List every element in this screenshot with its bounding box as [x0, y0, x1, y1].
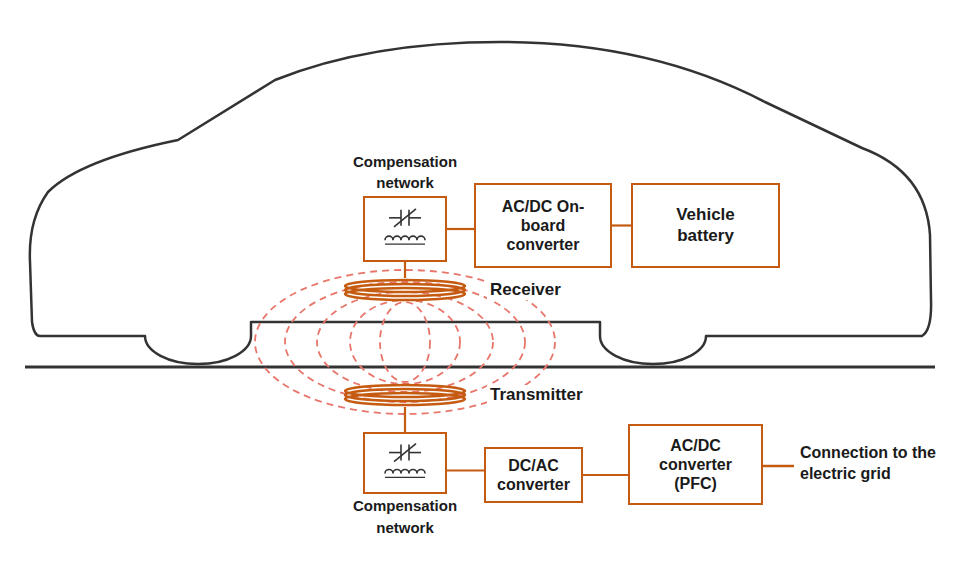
- variable-slash: [394, 209, 416, 227]
- inductor-symbol: [385, 236, 425, 240]
- wire-connector: [612, 224, 631, 226]
- lead: [409, 452, 421, 454]
- compensation-box: Compensation network: [363, 432, 447, 494]
- coil-turn: [345, 288, 465, 300]
- plate: [408, 210, 410, 226]
- wire-connector: [404, 262, 406, 278]
- box-heading: Compensation network: [335, 151, 475, 195]
- lead: [389, 217, 401, 219]
- field-line: [285, 282, 525, 402]
- converter-box: AC/DC On-board converter: [474, 183, 612, 268]
- coil-label: Transmitter: [487, 385, 586, 405]
- coil-symbol: [343, 383, 467, 407]
- lead: [389, 452, 401, 454]
- plate: [400, 210, 402, 226]
- wire-connector: [583, 474, 628, 476]
- box-label: AC/DC On-board converter: [487, 197, 599, 255]
- coil: Receiver: [343, 278, 467, 302]
- field-line: [317, 292, 493, 392]
- inductor-core: [385, 477, 425, 478]
- lc-symbol: [365, 434, 445, 492]
- grid-label: Connection to the electric grid: [800, 443, 936, 485]
- box-label: DC/AC converter: [492, 456, 575, 494]
- capacitor-symbol: [389, 444, 421, 462]
- grid-connection-wire: [763, 465, 794, 468]
- wire-connector: [404, 407, 406, 432]
- wire-connector: [447, 469, 484, 471]
- box-label: AC/DC converter (PFC): [643, 436, 748, 494]
- coil-turn: [345, 393, 465, 405]
- plate: [408, 445, 410, 461]
- lead: [409, 217, 421, 219]
- box-heading: Compensation network: [335, 495, 475, 539]
- capacitor-symbol: [389, 209, 421, 227]
- inductor-symbol: [385, 469, 425, 473]
- converter-box: DC/AC converter: [484, 447, 583, 503]
- converter-box: AC/DC converter (PFC): [628, 424, 763, 505]
- converter-box: Vehicle battery: [631, 183, 780, 268]
- compensation-box: Compensation network: [363, 196, 447, 262]
- inductor-core: [385, 244, 425, 245]
- coil-label: Receiver: [487, 280, 564, 300]
- coil: Transmitter: [343, 383, 467, 407]
- coil-symbol: [343, 278, 467, 302]
- wire-connector: [447, 228, 474, 230]
- box-label: Vehicle battery: [651, 205, 761, 246]
- variable-slash: [394, 444, 416, 462]
- plate: [400, 445, 402, 461]
- lc-symbol: [365, 198, 445, 260]
- field-line: [350, 300, 460, 384]
- field-line: [380, 302, 430, 382]
